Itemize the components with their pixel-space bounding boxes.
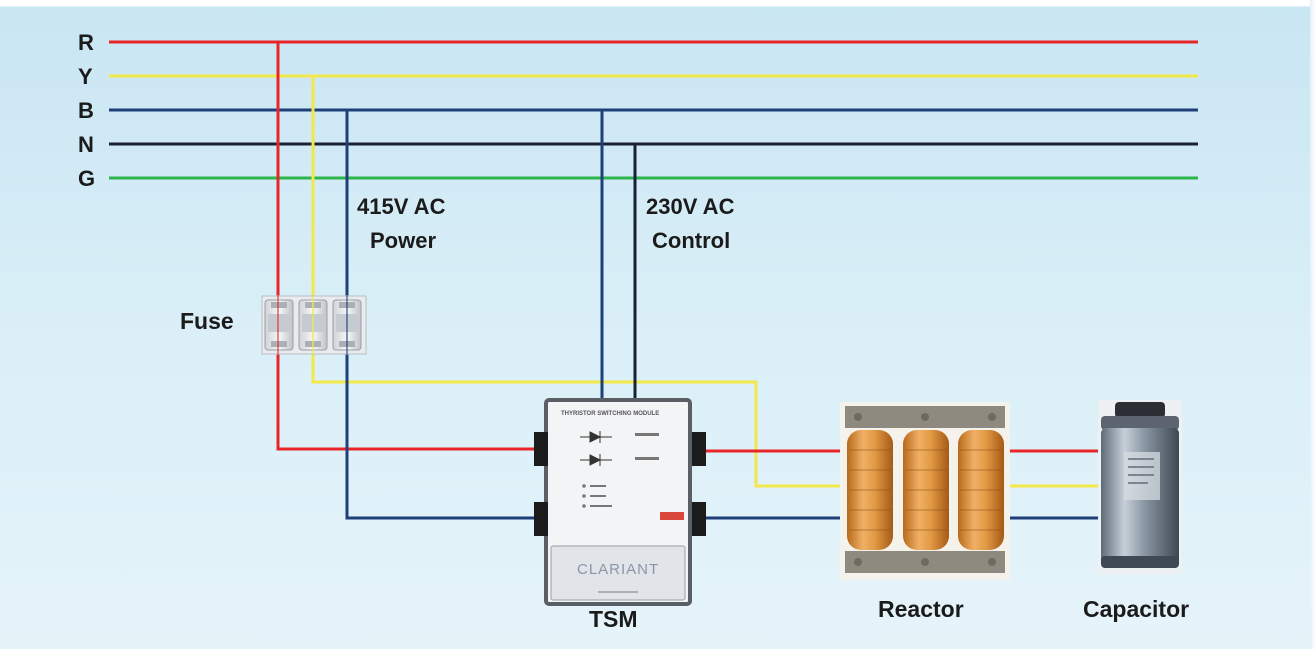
tsm-brand: CLARIANT <box>577 561 659 578</box>
bus-label-r: R <box>78 30 94 55</box>
power-note-line1: 415V AC <box>357 194 446 219</box>
reactor-unit <box>840 402 1010 580</box>
bus-label-n: N <box>78 132 94 157</box>
bus-label-b: B <box>78 98 94 123</box>
bus-label-y: Y <box>78 64 93 89</box>
r-phase-wire <box>276 42 535 451</box>
reactor-label: Reactor <box>878 596 964 622</box>
capacitor-unit <box>1098 400 1182 574</box>
control-note-line1: 230V AC <box>646 194 735 219</box>
fuse-label: Fuse <box>180 308 234 334</box>
tsm-heading: THYRISTOR SWITCHING MODULE <box>561 411 659 417</box>
fuse-block <box>261 295 367 355</box>
bus-label-g: G <box>78 166 95 191</box>
capacitor-label: Capacitor <box>1083 596 1189 622</box>
b-phase-wire <box>345 110 535 520</box>
tsm-label: TSM <box>589 606 638 632</box>
tsm-module <box>534 398 706 606</box>
y-phase-wire <box>311 76 842 488</box>
power-note-line2: Power <box>370 228 436 253</box>
control-note-line2: Control <box>652 228 730 253</box>
